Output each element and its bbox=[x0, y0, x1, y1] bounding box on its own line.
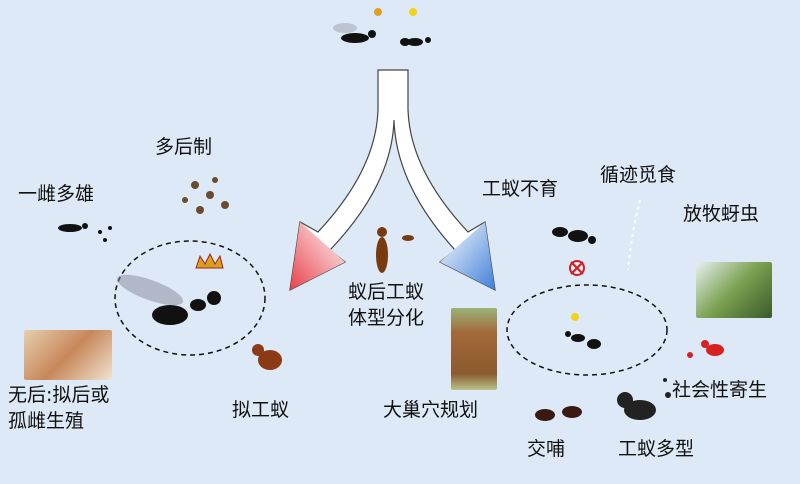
trophallaxis-ants-icon bbox=[535, 406, 582, 421]
label-polyandry: 一雌多雄 bbox=[18, 183, 95, 205]
label-polygyny: 多后制 bbox=[155, 136, 213, 158]
label-caste-line1: 蚁后工蚁 bbox=[348, 281, 425, 303]
female-ant-top-icon bbox=[400, 37, 431, 46]
parasite-ants-icon bbox=[687, 340, 724, 358]
label-sterile: 工蚁不育 bbox=[482, 178, 559, 200]
label-trophallaxis: 交哺 bbox=[527, 438, 566, 460]
label-aphid: 放牧蚜虫 bbox=[683, 203, 760, 225]
right-arrowhead bbox=[440, 222, 495, 290]
split-arrow bbox=[289, 69, 496, 292]
pheromone-trail bbox=[627, 199, 641, 271]
sterile-worker-icon bbox=[552, 227, 596, 244]
male-ant-top-icon bbox=[333, 23, 376, 43]
label-caste-line2: 体型分化 bbox=[348, 307, 425, 329]
crown-icon-small bbox=[374, 8, 382, 16]
label-polymorph: 工蚁多型 bbox=[618, 438, 695, 460]
yellow-dot-icon-2 bbox=[571, 313, 579, 321]
right-dashed-ellipse bbox=[506, 284, 668, 376]
gamergate-ant-icon bbox=[252, 344, 282, 370]
label-queenless-line1: 无后:拟后或 bbox=[8, 384, 110, 406]
queenless-ants-photo bbox=[24, 330, 112, 380]
aphid-herding-photo bbox=[696, 262, 772, 318]
no-reproduction-icon bbox=[569, 260, 585, 276]
label-gamergate: 拟工蚁 bbox=[232, 399, 290, 421]
label-nest: 大巢穴规划 bbox=[383, 399, 479, 421]
label-trail: 循迹觅食 bbox=[600, 164, 677, 186]
label-queenless-line2: 孤雌生殖 bbox=[8, 410, 85, 432]
caste-ants-icon bbox=[376, 227, 414, 273]
queen-ant-icon bbox=[116, 274, 221, 325]
yellow-dot-icon bbox=[409, 8, 417, 16]
polygyny-ants-icon bbox=[182, 177, 229, 214]
worker-ant-icon bbox=[565, 331, 601, 349]
polyandry-ants-icon bbox=[58, 223, 112, 242]
left-dashed-ellipse bbox=[114, 240, 266, 356]
nest-mound-photo bbox=[451, 308, 497, 390]
left-arrowhead bbox=[290, 222, 345, 290]
label-parasite: 社会性寄生 bbox=[672, 379, 768, 401]
crown-icon bbox=[195, 252, 224, 269]
polymorph-ants-icon bbox=[617, 378, 671, 420]
